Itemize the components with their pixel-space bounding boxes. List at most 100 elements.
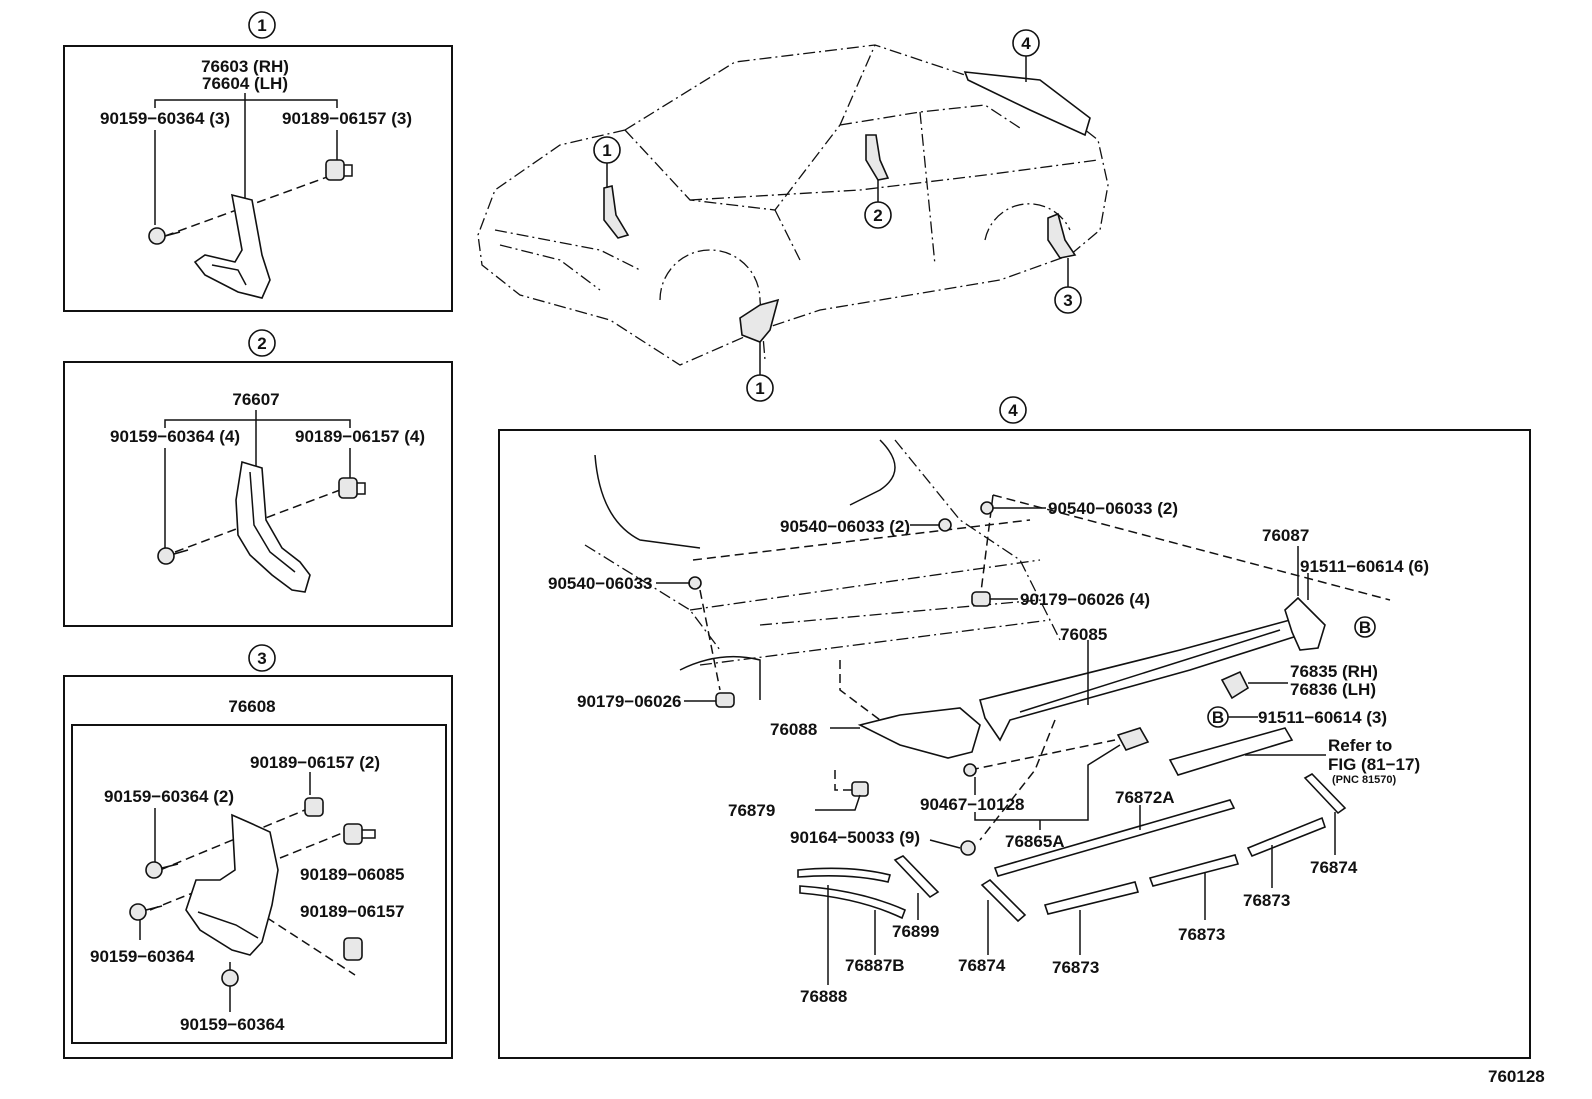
part-label-clip-p2: 90189−06157 (4) — [295, 427, 425, 446]
callout-circle-2 — [248, 329, 276, 357]
label-76085: 76085 — [1060, 625, 1107, 644]
panel-1-frame — [63, 45, 453, 312]
part-label-clip-mid-p3: 90189−06085 — [300, 865, 404, 884]
screw-icon — [145, 861, 179, 879]
part-label-76603: 76603 (RH) — [201, 57, 289, 76]
part-label-clip-p1: 90189−06157 (3) — [282, 109, 412, 128]
part-label-screw-p2: 90159−60364 (4) — [110, 427, 240, 446]
molding-76887B — [799, 885, 907, 920]
car-overview: 1 2 3 1 4 — [477, 29, 1109, 402]
washer-icon — [688, 576, 702, 590]
nut-icon — [971, 591, 991, 607]
label-90540-06033: 90540−06033 — [548, 574, 652, 593]
label-76873-mid: 76873 — [1178, 925, 1225, 944]
molding-76872A — [993, 799, 1236, 877]
part-label-screw-left-p3: 90159−60364 — [90, 947, 195, 966]
part-label-76607: 76607 — [232, 390, 279, 409]
callout-3-label: 3 — [257, 649, 266, 668]
label-76899: 76899 — [892, 922, 939, 941]
label-76865A: 76865A — [1005, 832, 1065, 851]
mud-flap-76607 — [235, 460, 311, 593]
callout-b-1 — [1354, 616, 1376, 638]
car-callout-1-bottom: 1 — [755, 379, 764, 398]
molding-76873-b — [1148, 854, 1240, 887]
part-label-screw-top-p3: 90159−60364 (2) — [104, 787, 234, 806]
label-76088: 76088 — [770, 720, 817, 739]
part-label-screw-p1: 90159−60364 (3) — [100, 109, 230, 128]
label-90179-06026-4: 90179−06026 (4) — [1020, 590, 1150, 609]
part-label-76608: 76608 — [228, 697, 275, 716]
callout-circle-1 — [248, 11, 276, 39]
panel-3-outer-frame — [63, 675, 453, 1059]
label-76879: 76879 — [728, 801, 775, 820]
screw-icon — [221, 962, 239, 987]
label-90540-06033-tl: 90540−06033 (2) — [780, 517, 910, 536]
part-label-clip-top-p3: 90189−06157 (2) — [250, 753, 380, 772]
label-90540-06033-tr: 90540−06033 (2) — [1048, 499, 1178, 518]
car-callout-1-top: 1 — [602, 141, 611, 160]
panel-4-frame — [498, 429, 1531, 1059]
label-90179-06026: 90179−06026 — [577, 692, 681, 711]
car-callout-3: 3 — [1063, 291, 1072, 310]
nut-icon — [963, 763, 977, 777]
molding-76873-a — [1043, 881, 1140, 915]
label-76835: 76835 (RH) — [1290, 662, 1378, 681]
label-76087: 76087 — [1262, 526, 1309, 545]
callout-circle-4 — [999, 396, 1027, 424]
label-76873-right: 76873 — [1243, 891, 1290, 910]
panel-4: 4 — [498, 396, 1531, 1059]
callout-b-1-label: B — [1359, 618, 1371, 637]
clip-76879 — [851, 781, 869, 797]
label-refer-pnc: (PNC 81570) — [1332, 774, 1397, 786]
car-callout-2: 2 — [873, 206, 882, 225]
mud-flap-76603 — [193, 193, 271, 299]
molding-76888 — [797, 867, 891, 883]
label-76874-right: 76874 — [1310, 858, 1358, 877]
callout-1-label: 1 — [257, 16, 266, 35]
nut-icon — [715, 692, 735, 708]
part-label-clip-low-p3: 90189−06157 — [300, 902, 404, 921]
label-76873-left: 76873 — [1052, 958, 1099, 977]
label-refer-to: Refer to — [1328, 736, 1392, 755]
clip-icon — [343, 937, 363, 961]
panel-3-inner-frame — [71, 724, 447, 1044]
panel-2: 2 76607 90159−60364 (4) 90189−06157 (4) — [63, 329, 453, 627]
screw-icon — [148, 227, 181, 245]
part-label-76604: 76604 (LH) — [202, 74, 288, 93]
label-76836: 76836 (LH) — [1290, 680, 1376, 699]
panel-3: 3 76608 90189−06157 (2) 90159−60364 (2) … — [63, 644, 453, 1059]
callout-b-2-label: B — [1212, 708, 1224, 727]
label-76888: 76888 — [800, 987, 847, 1006]
part-label-screw-bottom-p3: 90159−60364 — [180, 1015, 285, 1034]
reinforcement-icon — [1168, 727, 1294, 776]
callout-circle-3 — [248, 644, 276, 672]
spoiler-cover-76088 — [857, 707, 981, 759]
washer-icon — [938, 518, 952, 532]
label-91511-60614-6: 91511−60614 (6) — [1300, 557, 1429, 576]
label-76874-left: 76874 — [958, 956, 1006, 975]
bracket-76835 — [1220, 670, 1250, 700]
label-76872A: 76872A — [1115, 788, 1175, 807]
callout-4-label: 4 — [1008, 401, 1018, 420]
molding-76874-a — [980, 878, 1027, 923]
callout-2-label: 2 — [257, 334, 266, 353]
molding-76873-c — [1246, 816, 1326, 858]
spoiler-end-76087 — [1284, 596, 1326, 651]
label-91511-60614-3: 91511−60614 (3) — [1258, 708, 1387, 727]
clip-icon — [338, 477, 366, 499]
label-90164-50033: 90164−50033 (9) — [790, 828, 920, 847]
mud-flap-76608 — [185, 813, 279, 956]
clip-icon — [343, 823, 376, 845]
label-76887B: 76887B — [845, 956, 905, 975]
screw-icon — [960, 840, 976, 856]
panel-1: 1 76603 (RH) 76604 (LH) 90159−60364 (3) … — [63, 11, 453, 312]
clip-icon — [304, 797, 324, 817]
bracket-76865A — [1116, 727, 1150, 751]
molding-76874-b — [1303, 772, 1347, 815]
spoiler-76085 — [979, 619, 1302, 742]
car-callout-4: 4 — [1021, 34, 1031, 53]
screw-icon — [157, 547, 189, 565]
washer-icon — [980, 501, 994, 515]
panel-2-frame — [63, 361, 453, 627]
